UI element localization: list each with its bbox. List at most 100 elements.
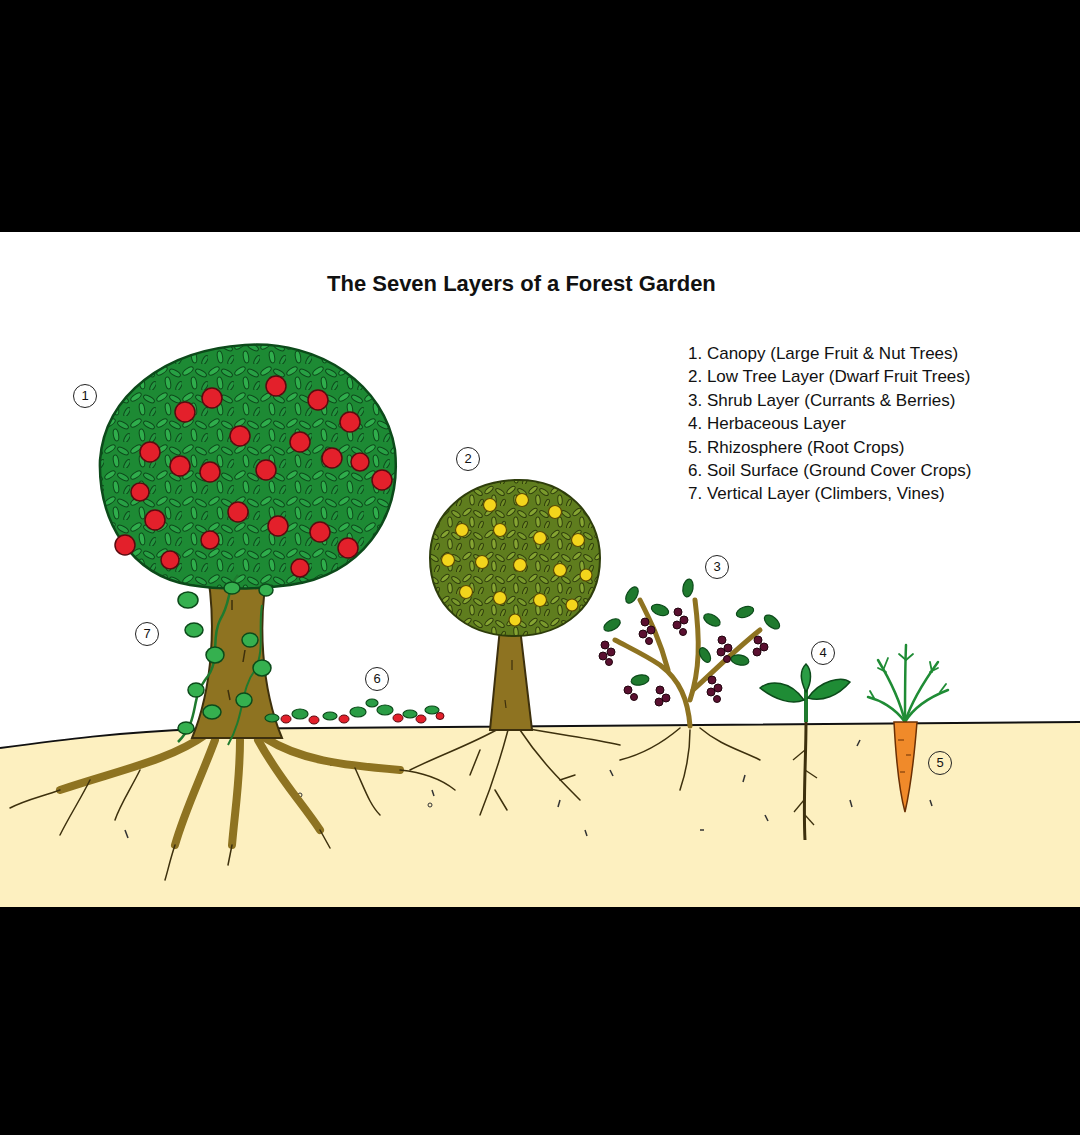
dwarf-tree — [460, 586, 473, 599]
layer-list-item: 3. Shrub Layer (Currants & Berries) — [688, 391, 955, 411]
soil-ground — [428, 803, 432, 807]
dwarf-tree — [456, 524, 469, 537]
berry-shrub — [693, 630, 760, 690]
berry-shrub — [601, 641, 609, 649]
root-crop-carrot — [868, 645, 948, 812]
canopy-tree-crown — [175, 402, 195, 422]
dwarf-tree — [410, 728, 620, 815]
ground-cover-plants — [436, 713, 444, 720]
herbaceous-plant — [805, 770, 817, 778]
canopy-tree-crown — [372, 470, 392, 490]
dwarf-tree — [494, 592, 507, 605]
herbaceous-plant — [793, 750, 805, 760]
berry-shrub — [682, 578, 695, 597]
climbing-vine — [259, 584, 273, 596]
ground-cover-plants — [265, 699, 439, 722]
berry-shrub — [724, 656, 731, 663]
berry-shrub — [762, 612, 782, 631]
climbing-vine — [253, 660, 271, 676]
diagram-title: The Seven Layers of a Forest Garden — [327, 271, 716, 297]
root-crop-carrot — [906, 654, 913, 660]
berry-shrub — [615, 640, 690, 726]
canopy-tree-roots — [265, 738, 400, 770]
berry-shrub — [650, 602, 670, 618]
ground-cover-plants — [425, 706, 439, 714]
berry-shrub — [680, 730, 690, 790]
berry-shrub — [639, 630, 647, 638]
canopy-tree-roots — [400, 770, 455, 790]
berry-shrub — [599, 608, 768, 706]
canopy-tree-roots — [10, 768, 455, 880]
berry-shrub — [647, 626, 655, 634]
dwarf-tree — [470, 750, 480, 775]
berry-shrub — [623, 585, 641, 606]
dwarf-tree — [495, 790, 507, 810]
canopy-tree-crown — [140, 442, 160, 462]
callout-number: 6 — [373, 671, 380, 687]
berry-shrub — [760, 643, 768, 651]
canopy-tree-roots — [232, 740, 240, 845]
canopy-tree-roots — [60, 735, 205, 790]
canopy-tree-roots — [10, 790, 60, 808]
soil-ground — [125, 740, 932, 838]
canopy-tree-roots — [175, 740, 215, 845]
canopy-tree-crown — [145, 510, 165, 530]
canopy-tree-roots — [165, 845, 175, 880]
climbing-vine — [203, 705, 221, 719]
herbaceous-plant — [804, 722, 806, 840]
dwarf-tree — [520, 730, 580, 800]
climbing-vine — [236, 693, 252, 707]
soil-ground — [0, 722, 1080, 907]
ground-cover-plants — [323, 712, 337, 720]
climbing-vine — [206, 647, 224, 663]
canopy-tree-crown — [202, 388, 222, 408]
root-crop-carrot — [905, 690, 948, 722]
soil-ground — [125, 830, 128, 838]
soil-ground — [558, 800, 560, 807]
dwarf-tree — [580, 569, 592, 581]
canopy-tree-crown — [310, 522, 330, 542]
berry-shrub — [754, 636, 762, 644]
berry-shrub — [620, 728, 680, 760]
callout-circle: 1 — [73, 384, 97, 408]
root-crop-carrot — [878, 660, 905, 722]
callout-number: 5 — [936, 755, 943, 771]
berry-shrub — [631, 694, 638, 701]
climbing-vine — [178, 592, 198, 608]
berry-shrub — [702, 611, 723, 629]
callout-circle: 3 — [705, 555, 729, 579]
callout-circle: 4 — [811, 641, 835, 665]
dwarf-tree — [490, 628, 532, 730]
callout-number: 4 — [819, 645, 826, 661]
berry-shrub — [655, 698, 663, 706]
berry-shrub — [680, 616, 688, 624]
herbaceous-plant — [802, 664, 811, 692]
layer-list-item: 1. Canopy (Large Fruit & Nut Trees) — [688, 344, 958, 364]
berry-shrub — [602, 578, 782, 686]
canopy-tree-roots — [60, 735, 400, 845]
soil-ground — [432, 790, 434, 796]
herbaceous-plant — [760, 664, 850, 840]
dwarf-tree — [476, 556, 489, 569]
berry-shrub — [624, 686, 632, 694]
herbaceous-plant — [760, 683, 804, 702]
berry-shrub — [602, 616, 623, 634]
background — [0, 907, 1080, 1135]
berry-shrub — [599, 652, 607, 660]
berry-shrub — [697, 646, 713, 664]
root-crop-carrot — [894, 722, 917, 812]
callout-number: 7 — [143, 626, 150, 642]
canopy-tree-crown — [228, 502, 248, 522]
soil-ground — [765, 815, 768, 821]
climbing-vine — [178, 575, 273, 745]
ground-cover-plants — [292, 709, 308, 719]
canopy-tree-roots — [60, 780, 90, 835]
dwarf-tree — [494, 524, 507, 537]
dwarf-tree — [514, 559, 527, 572]
dwarf-tree — [534, 532, 547, 545]
berry-shrub — [680, 629, 687, 636]
ground-cover-plants — [309, 716, 319, 724]
herbaceous-plant — [804, 690, 808, 722]
